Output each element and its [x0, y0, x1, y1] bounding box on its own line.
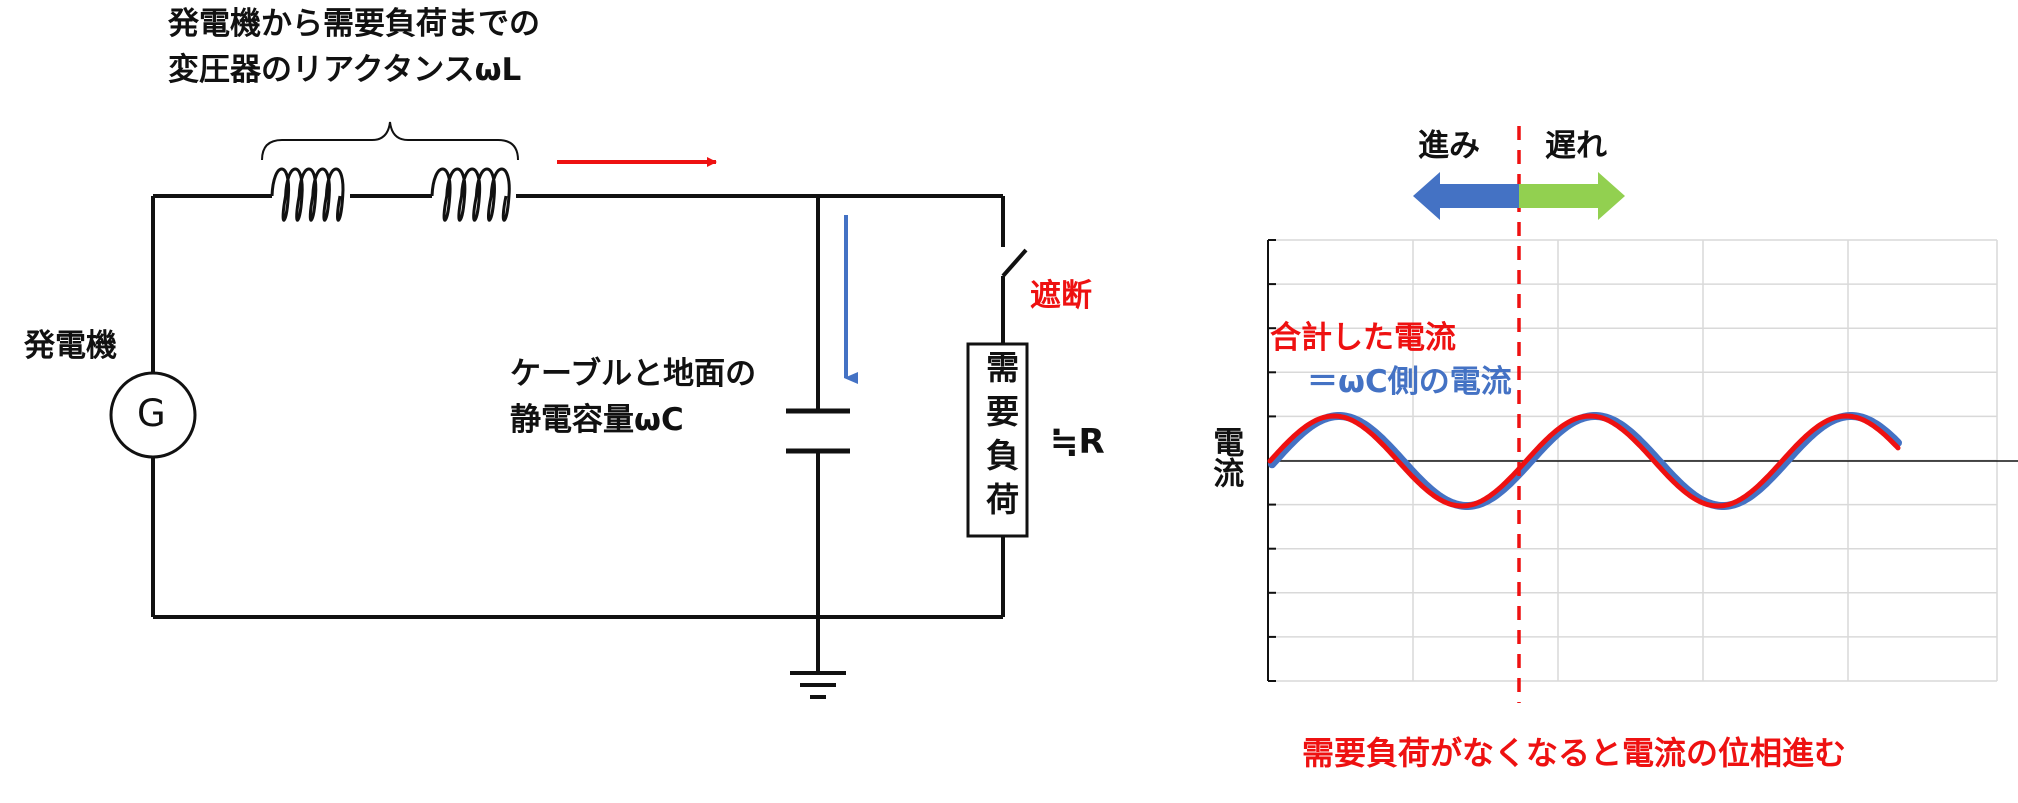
transformer-brace [261, 121, 519, 161]
chart-grid [1268, 239, 1998, 682]
generator-label: 発電機 [24, 328, 117, 364]
generator-symbol: G [137, 392, 166, 435]
inductor-coil-left [270, 167, 345, 222]
phase-chart [1267, 126, 2018, 703]
circuit [109, 121, 1029, 699]
transformer-label-line2: 変圧器のリアクタンスωL [168, 52, 522, 88]
lead-arrow [1413, 172, 1519, 220]
caption: 需要負荷がなくなると電流の位相進む [1302, 734, 1847, 772]
capacitance-label-line2: 静電容量ωC [510, 402, 684, 438]
lag-arrow [1519, 172, 1625, 220]
lag-label: 遅れ [1545, 128, 1607, 164]
transformer-label-line1: 発電機から需要負荷までの [168, 6, 540, 42]
capacitance-label-line1: ケーブルと地面の [510, 356, 757, 392]
inductor-coil-right [430, 167, 511, 222]
capacitive-current-label: ＝ωC側の電流 [1307, 364, 1512, 400]
y-axis-label: 電流 [1207, 426, 1244, 488]
generator-circle [109, 371, 197, 459]
breaker-label: 遮断 [1030, 278, 1092, 314]
total-current-wave [1267, 413, 1901, 509]
breaker-switch-blade [1001, 248, 1028, 278]
load-box [966, 342, 1029, 538]
resistance-label: ≒R [1050, 422, 1105, 462]
total-current-label: 合計した電流 [1270, 320, 1456, 356]
load-label: 需要負荷 [980, 350, 1020, 526]
lead-label: 進み [1418, 128, 1480, 164]
